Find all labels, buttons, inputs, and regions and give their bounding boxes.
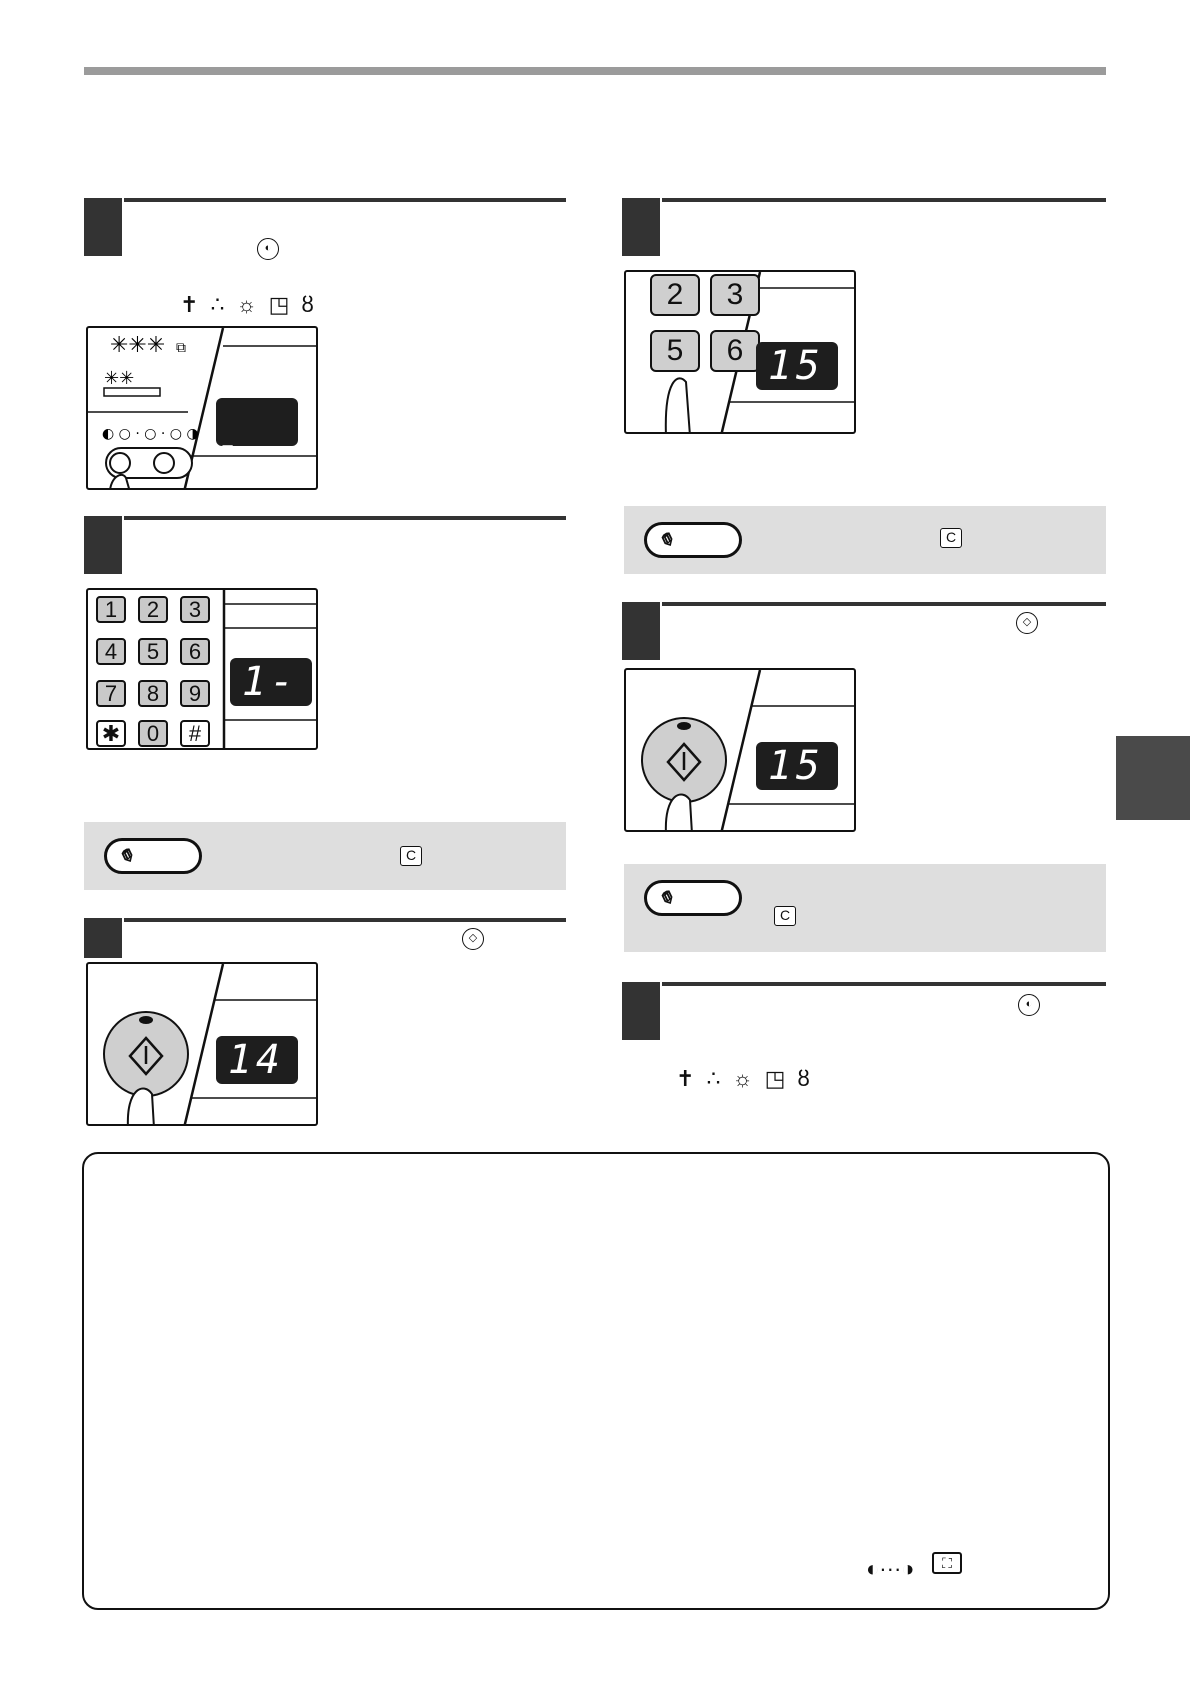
keypad-key-3[interactable]: 3 (710, 274, 760, 316)
note-badge: ✎ (644, 880, 742, 916)
step-rule (662, 602, 1106, 606)
keypad-key-6[interactable]: 6 (180, 638, 210, 665)
paper-icon: ◳ (764, 1066, 786, 1091)
svg-text:⧉: ⧉ (176, 340, 186, 356)
keypad-key-9[interactable]: 9 (180, 680, 210, 707)
keypad-key-1[interactable]: 1 (96, 596, 126, 623)
exposure-range-icon: ◐···◑ (866, 1556, 915, 1581)
keypad-key-star[interactable]: ✱ (96, 720, 126, 747)
keypad-illustration: 2 3 5 6 15 (624, 270, 856, 434)
panel-drawing (222, 590, 316, 748)
note-badge: ✎ (644, 522, 742, 558)
person-icon: ✝ (180, 292, 199, 317)
counter-display: 15 (756, 742, 838, 790)
step-rule (124, 198, 566, 202)
keypad-key-2[interactable]: 2 (138, 596, 168, 623)
signal-icon: ȣ (301, 292, 314, 317)
keypad-key-8[interactable]: 8 (138, 680, 168, 707)
step-rule (124, 516, 566, 520)
svg-text:◐ ○ · ○ · ○ ◑: ◐ ○ · ○ · ○ ◑ (102, 426, 199, 442)
counter-display: 1- (230, 658, 312, 706)
keypad-key-2[interactable]: 2 (650, 274, 700, 316)
keypad-illustration: 1 2 3 4 5 6 7 8 9 ✱ 0 # 1- (86, 588, 318, 750)
counter-display: 15 (756, 342, 838, 390)
info-box: ◐···◑ ⛶ (82, 1152, 1110, 1610)
exposure-key-icon: ◐ (1018, 994, 1040, 1016)
step-rule (662, 982, 1106, 986)
keypad-key-7[interactable]: 7 (96, 680, 126, 707)
step-marker (84, 918, 122, 958)
photo-mode-icon: ⛶ (932, 1552, 962, 1574)
keypad-key-5[interactable]: 5 (138, 638, 168, 665)
keypad-key-4[interactable]: 4 (96, 638, 126, 665)
note-box: ✎ C (84, 822, 566, 890)
control-panel-illustration: ✳✳✳ ⧉ ✳✳ ◐ ○ · ○ · ○ ◑ ⁻ - (86, 326, 318, 490)
keypad-key-6[interactable]: 6 (710, 330, 760, 372)
signal-icon: ȣ (797, 1066, 810, 1091)
svg-text:✳✳: ✳✳ (104, 368, 134, 389)
indicator-glyphs: ✝ ∴ ☼ ◳ ȣ (676, 1066, 810, 1092)
step-marker (622, 602, 660, 660)
keypad-key-3[interactable]: 3 (180, 596, 210, 623)
step-marker (84, 516, 122, 574)
step-marker (622, 198, 660, 256)
clear-key-icon: C (774, 906, 796, 926)
counter-display: 14 (216, 1036, 298, 1084)
start-key-illustration: 14 (86, 962, 318, 1126)
clear-key-icon: C (940, 528, 962, 548)
exposure-key-icon: ◐ (257, 238, 279, 260)
note-box: ✎ C (624, 506, 1106, 574)
chapter-tab (1116, 736, 1190, 820)
pencil-icon: ✎ (113, 845, 134, 868)
keypad-key-hash[interactable]: # (180, 720, 210, 747)
start-key-icon: ◇ (462, 928, 484, 950)
sun-icon: ☼ (236, 292, 257, 317)
dots-icon: ∴ (210, 292, 225, 317)
person-icon: ✝ (676, 1066, 695, 1091)
sun-icon: ☼ (732, 1066, 753, 1091)
start-key-icon: ◇ (1016, 612, 1038, 634)
panel-drawing (103, 964, 316, 1124)
panel-drawing (641, 670, 854, 830)
start-key-illustration: 15 (624, 668, 856, 832)
panel-drawing: ✳✳✳ ⧉ ✳✳ ◐ ○ · ○ · ○ ◑ (88, 328, 316, 488)
keypad-key-5[interactable]: 5 (650, 330, 700, 372)
note-box: ✎ C (624, 864, 1106, 952)
step-marker (84, 198, 122, 256)
dots-icon: ∴ (706, 1066, 721, 1091)
step-marker (622, 982, 660, 1040)
keypad-key-0[interactable]: 0 (138, 720, 168, 747)
step-rule (124, 918, 566, 922)
header-rule (84, 67, 1106, 75)
pencil-icon: ✎ (653, 529, 674, 552)
paper-icon: ◳ (268, 292, 290, 317)
svg-text:✳✳✳: ✳✳✳ (110, 333, 165, 358)
pencil-icon: ✎ (653, 887, 674, 910)
step-rule (662, 198, 1106, 202)
counter-display: ⁻ - (216, 376, 298, 468)
note-badge: ✎ (104, 838, 202, 874)
clear-key-icon: C (400, 846, 422, 866)
indicator-glyphs: ✝ ∴ ☼ ◳ ȣ (180, 292, 314, 318)
